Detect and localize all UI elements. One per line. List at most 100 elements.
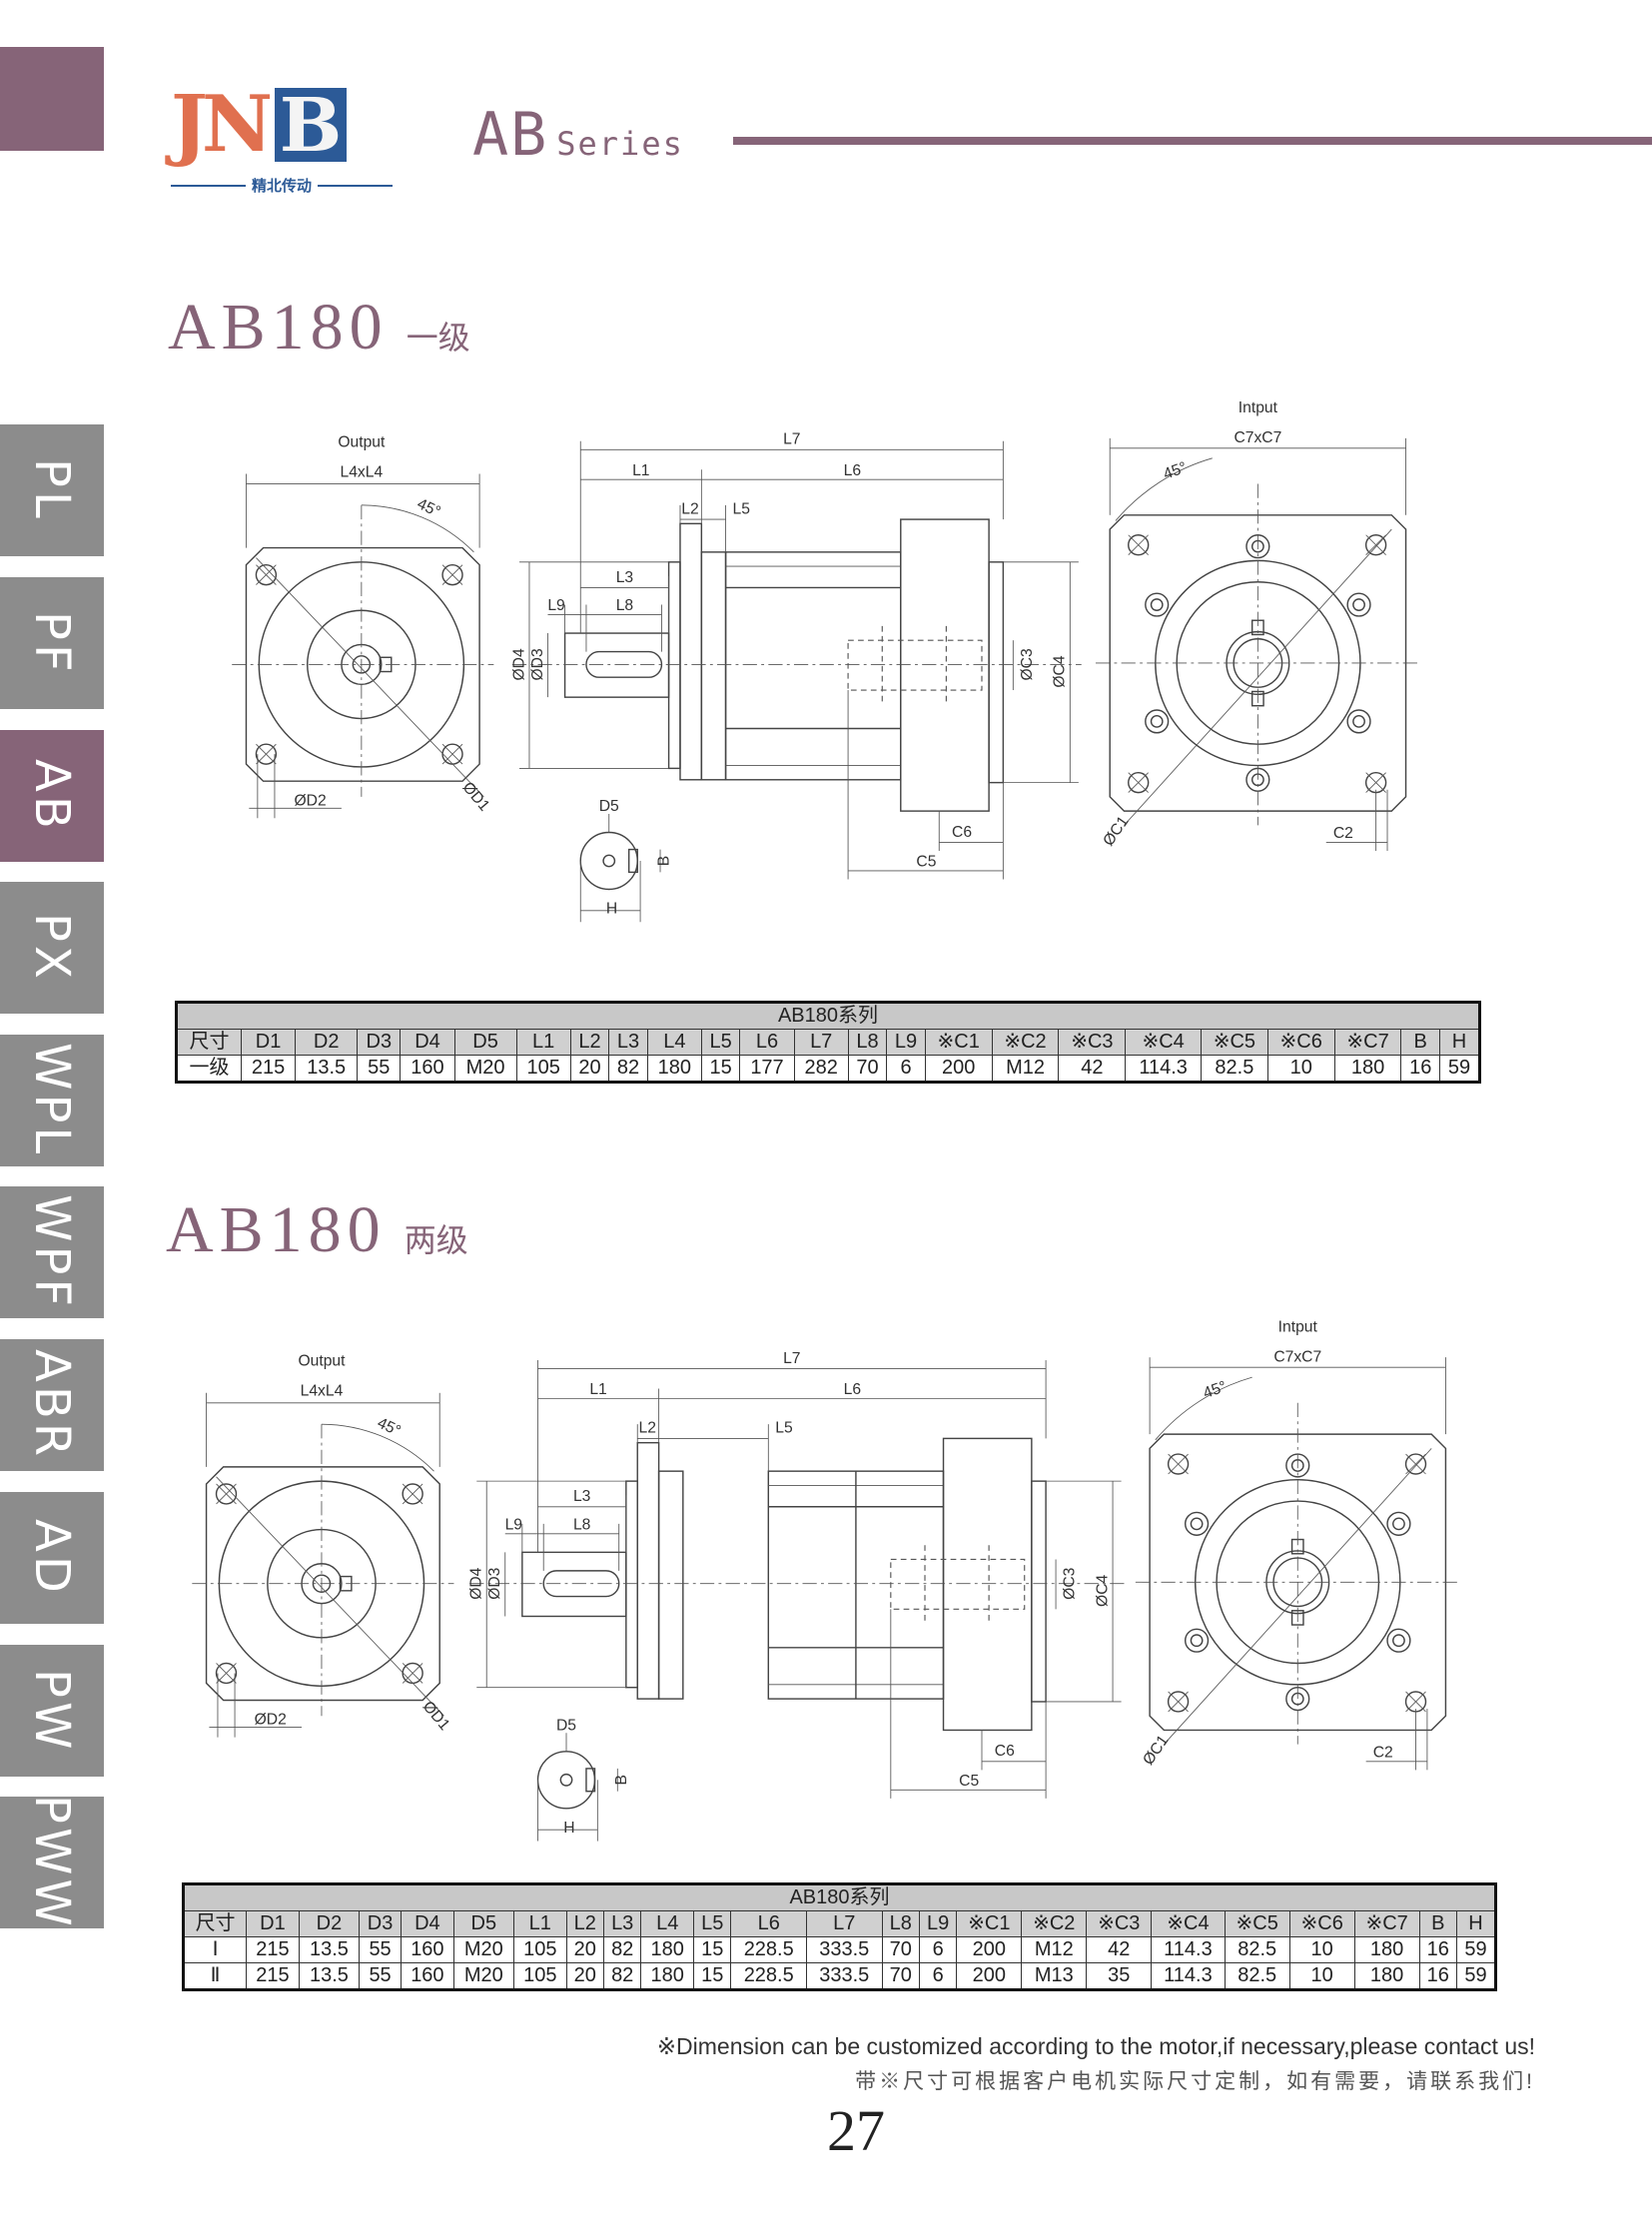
column-header: L6 bbox=[739, 1029, 795, 1056]
table-cell: 55 bbox=[357, 1055, 402, 1083]
column-header: L4 bbox=[640, 1910, 695, 1937]
table-cell: 160 bbox=[401, 1936, 454, 1963]
table-cell: M20 bbox=[453, 1055, 517, 1083]
side-tab-pf[interactable]: PF bbox=[0, 577, 104, 709]
label-l7: L7 bbox=[783, 1350, 800, 1367]
table-cell: 82.5 bbox=[1224, 1936, 1290, 1963]
label-l1: L1 bbox=[632, 462, 649, 479]
label-d2: ØD2 bbox=[294, 792, 326, 809]
corner-color-block bbox=[0, 47, 104, 151]
table-cell: 15 bbox=[700, 1055, 741, 1083]
footnote-chinese: 带※尺寸可根据客户电机实际尺寸定制，如有需要，请联系我们! bbox=[855, 2070, 1535, 2093]
hole-cross bbox=[1365, 534, 1386, 555]
gear-housing bbox=[724, 551, 902, 781]
column-header: D2 bbox=[298, 1910, 361, 1937]
output-flange bbox=[679, 522, 703, 781]
side-tab-pw[interactable]: PW bbox=[0, 1645, 104, 1777]
label-d1: ØD1 bbox=[419, 1698, 453, 1734]
side-tab-label: WPF bbox=[24, 1193, 80, 1310]
side-tab-px[interactable]: PX bbox=[0, 882, 104, 1014]
label-angle: 45° bbox=[414, 495, 443, 520]
jnb-logo: JN B 精北传动 bbox=[171, 79, 394, 195]
label-l6: L6 bbox=[844, 462, 862, 479]
label-b: B bbox=[656, 856, 673, 866]
center-hole bbox=[602, 854, 616, 868]
column-header: ※C2 bbox=[1021, 1910, 1088, 1937]
motor-spigot bbox=[1031, 1480, 1047, 1703]
logo-letters: JN bbox=[171, 79, 273, 170]
bolt-hole bbox=[1386, 1628, 1411, 1653]
column-header: ※C6 bbox=[1288, 1910, 1355, 1937]
column-header: L2 bbox=[565, 1910, 605, 1937]
table-cell: 13.5 bbox=[298, 1962, 361, 1990]
label-c5: C5 bbox=[959, 1773, 979, 1790]
side-tab-ad[interactable]: AD bbox=[0, 1492, 104, 1624]
output-pilot bbox=[667, 561, 681, 770]
label-c6: C6 bbox=[995, 1743, 1015, 1760]
label-b: B bbox=[613, 1775, 630, 1785]
logo-letter-b: B bbox=[275, 88, 347, 164]
column-header: L6 bbox=[730, 1910, 807, 1937]
bolt-hole-inner bbox=[1190, 1517, 1204, 1531]
column-header: L8 bbox=[847, 1029, 888, 1056]
bolt-hole bbox=[215, 1483, 238, 1505]
bolt-hole bbox=[1346, 709, 1371, 734]
table-cell: 180 bbox=[1353, 1962, 1420, 1990]
table-cell: 55 bbox=[359, 1936, 403, 1963]
column-header: ※C7 bbox=[1333, 1029, 1402, 1056]
column-header: D1 bbox=[246, 1910, 300, 1937]
motor-adapter bbox=[942, 1437, 1033, 1732]
body-step bbox=[657, 1470, 684, 1700]
series-main: AB bbox=[472, 100, 549, 170]
angle-arc bbox=[1155, 1376, 1252, 1441]
label-angle_in: 45° bbox=[1162, 459, 1190, 483]
bolt-hole bbox=[1128, 534, 1150, 556]
table-cell: 10 bbox=[1266, 1055, 1335, 1083]
logo-rule bbox=[318, 184, 394, 187]
table-cell: 180 bbox=[640, 1936, 695, 1963]
table-cell: 228.5 bbox=[730, 1962, 807, 1990]
side-tab-pww[interactable]: PWW bbox=[0, 1795, 104, 1930]
column-header: D4 bbox=[400, 1029, 455, 1056]
table-cell: 160 bbox=[401, 1962, 454, 1990]
input-flange-outline bbox=[1149, 1433, 1447, 1732]
bolt-hole-inner bbox=[1352, 598, 1365, 611]
label-c4: ØC4 bbox=[1094, 1574, 1111, 1606]
column-header: ※C3 bbox=[1086, 1910, 1153, 1937]
column-header: L9 bbox=[886, 1029, 926, 1056]
motor-adapter bbox=[900, 518, 990, 812]
table-cell: 42 bbox=[1086, 1936, 1153, 1963]
table-cell: 180 bbox=[1333, 1055, 1402, 1083]
side-tab-wpf[interactable]: WPF bbox=[0, 1186, 104, 1318]
column-header: ※C1 bbox=[924, 1029, 993, 1056]
table-cell: 200 bbox=[956, 1962, 1023, 1990]
output-flange-outline bbox=[245, 546, 480, 782]
table-cell: 20 bbox=[565, 1962, 605, 1990]
header-rule bbox=[733, 137, 1652, 145]
side-tab-wpl[interactable]: WPL bbox=[0, 1035, 104, 1166]
table-cell: 13.5 bbox=[295, 1055, 359, 1083]
table-cell: 105 bbox=[512, 1962, 567, 1990]
key bbox=[585, 1768, 596, 1793]
column-header: D3 bbox=[359, 1910, 403, 1937]
hole-cross bbox=[441, 743, 463, 765]
column-header: L1 bbox=[515, 1029, 571, 1056]
output-flange-outline bbox=[205, 1466, 440, 1702]
side-tab-ab[interactable]: AB bbox=[0, 730, 104, 862]
label-l6: L6 bbox=[844, 1381, 862, 1398]
side-tab-pl[interactable]: PL bbox=[0, 424, 104, 556]
label-angle_in: 45° bbox=[1201, 1378, 1229, 1402]
table-cell: 333.5 bbox=[806, 1936, 883, 1963]
column-header: L7 bbox=[793, 1029, 849, 1056]
side-tab-label: WPL bbox=[24, 1043, 80, 1158]
label-c2: C2 bbox=[1333, 825, 1353, 842]
column-header: ※C2 bbox=[991, 1029, 1060, 1056]
side-tab-abr[interactable]: ABR bbox=[0, 1339, 104, 1471]
label-c6: C6 bbox=[952, 824, 972, 841]
table-cell: 282 bbox=[793, 1055, 849, 1083]
